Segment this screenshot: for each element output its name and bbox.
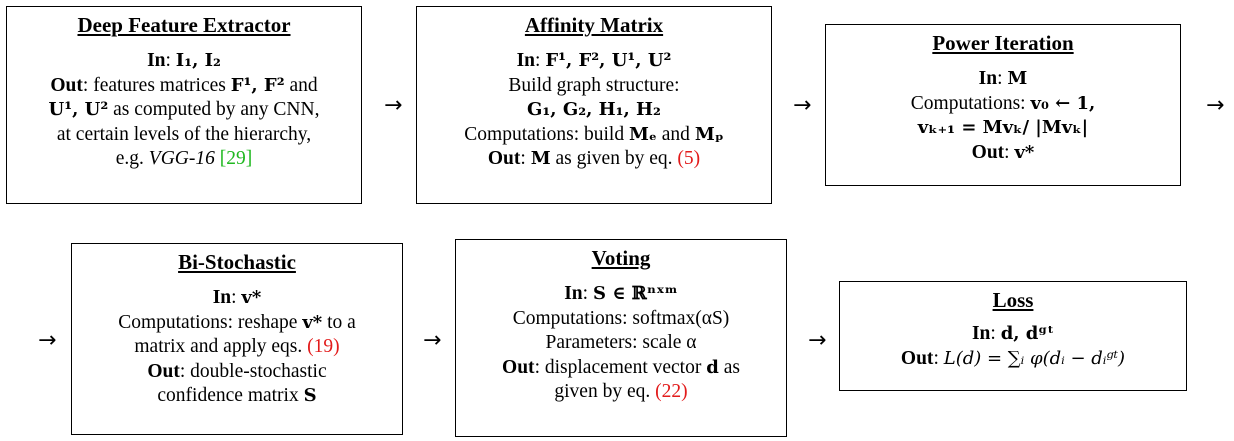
equation-ref-link[interactable]: (19) [307,336,340,357]
computations-line: Computations: build Mₑ and Mₚ [464,123,724,145]
power-iteration-box: Power Iteration In: M Computations: v₀ ←… [825,24,1181,186]
input-line: In: F¹, F², U¹, U² [516,50,672,71]
arrow-right-icon: → [38,328,57,353]
output-line-2: given by eq. (22) [554,381,688,402]
computations-line: Computations: softmax(αS) [512,307,730,329]
output-line-2: U¹, U² as computed by any CNN, [48,99,320,120]
computations-line: Computations: v₀ ← 1, [910,92,1096,114]
equation-ref-link[interactable]: (22) [655,381,688,402]
output-line-2: confidence matrix S [157,385,317,406]
output-line: Out: M as given by eq. (5) [487,148,701,169]
output-line-3: at certain levels of the hierarchy, [56,123,312,145]
box-title: Affinity Matrix [524,13,664,37]
output-line: Out: displacement vector d as [502,356,740,378]
computations-line: Computations: reshape v* to a [118,311,356,333]
affinity-matrix-box: Affinity Matrix In: F¹, F², U¹, U² Build… [416,6,772,204]
equation-ref-link[interactable]: (5) [677,148,701,169]
output-line: Out: L(d) = ∑ᵢ φ(dᵢ − dᵢᵍᵗ) [900,347,1126,369]
box-title: Power Iteration [932,31,1074,55]
input-line: In: v* [212,287,262,308]
parameters-line: Parameters: scale α [545,332,697,353]
box-title: Loss [992,288,1034,312]
arrow-right-icon: → [793,93,812,118]
output-line-4: e.g. VGG-16 [29] [115,148,253,169]
bi-stochastic-box: Bi-Stochastic In: v* Computations: resha… [71,243,403,435]
deep-feature-extractor-box: Deep Feature Extractor In: I₁, I₂ Out: f… [6,6,362,204]
graph-line: G₁, G₂, H₁, H₂ [527,99,661,120]
output-line: Out: v* [971,141,1035,163]
output-line: Out: features matrices F¹, F² and [50,74,318,96]
arrow-right-icon: → [384,93,403,118]
voting-box: Voting In: S ∈ ℝⁿˣᵐ Computations: softma… [455,239,787,437]
computations-line-2: matrix and apply eqs. (19) [134,336,340,357]
arrow-right-icon: → [808,328,827,353]
input-line: In: I₁, I₂ [147,50,221,71]
arrow-right-icon: → [1206,93,1225,118]
box-title: Bi-Stochastic [178,250,296,274]
output-line: Out: double-stochastic [147,360,327,382]
input-line: In: d, dᵍᵗ [971,323,1055,344]
input-line: In: M [978,68,1028,89]
citation-link[interactable]: [29] [219,148,253,169]
example-name: VGG-16 [148,148,215,169]
input-line: In: S ∈ ℝⁿˣᵐ [564,283,678,304]
box-title: Voting [591,246,651,270]
computations-line-2: vₖ₊₁ = Mvₖ/ |Mvₖ| [917,117,1089,138]
box-title: Deep Feature Extractor [77,13,291,37]
loss-box: Loss In: d, dᵍᵗ Out: L(d) = ∑ᵢ φ(dᵢ − dᵢ… [839,281,1187,391]
arrow-right-icon: → [423,328,442,353]
build-line: Build graph structure: [508,74,680,96]
